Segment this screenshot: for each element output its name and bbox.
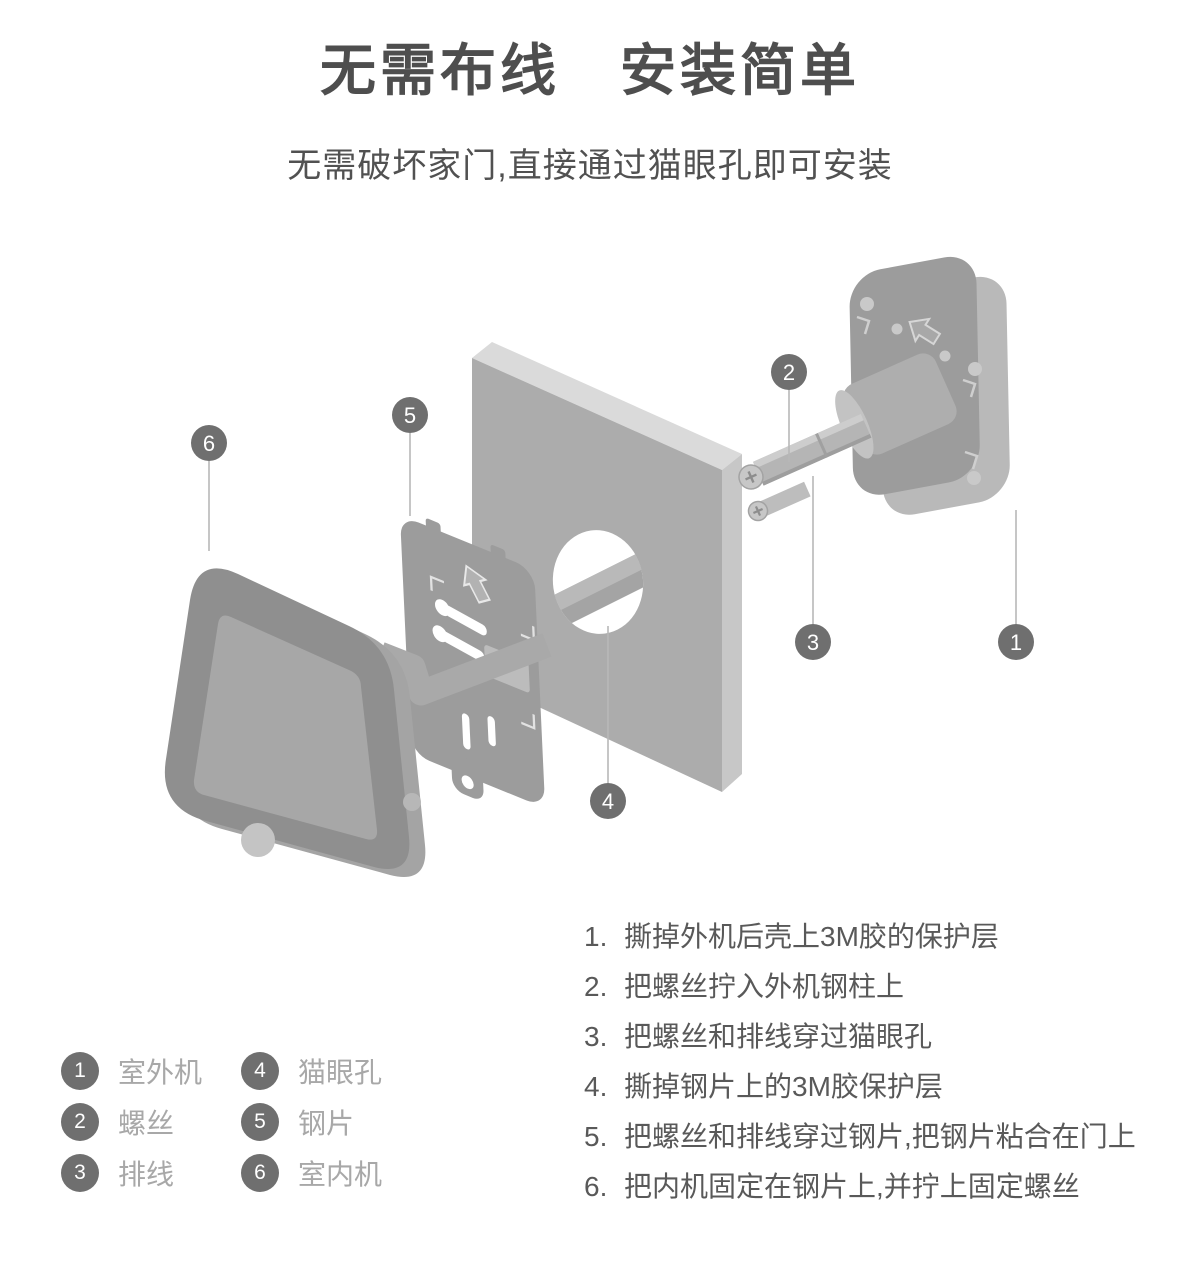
step-number: 4. bbox=[584, 1071, 608, 1102]
outdoor-unit-mark bbox=[962, 378, 977, 398]
arrow-up-icon bbox=[908, 317, 942, 346]
step-item: 6. 把内机固定在钢片上,并拧上固定螺丝 bbox=[584, 1168, 1136, 1218]
legend-label: 室内机 bbox=[298, 1158, 383, 1190]
phillips-cross-icon bbox=[745, 471, 757, 483]
callout-5-number: 5 bbox=[404, 403, 416, 428]
legend-label: 猫眼孔 bbox=[298, 1056, 383, 1088]
indoor-unit-button bbox=[241, 823, 275, 857]
callout-4: 4 bbox=[590, 783, 626, 819]
step-item: 4. 撕掉钢片上的3M胶保护层 bbox=[584, 1068, 1136, 1118]
keyhole-slot bbox=[432, 625, 485, 662]
legend-number-badge: 2 bbox=[61, 1102, 99, 1141]
legend-item-steel-plate: 5 钢片 bbox=[241, 1096, 382, 1147]
indoor-unit-screen bbox=[193, 615, 378, 840]
legend-item-peephole: 4 猫眼孔 bbox=[241, 1045, 382, 1096]
legend-label: 钢片 bbox=[298, 1107, 355, 1139]
step-item: 3. 把螺丝和排线穿过猫眼孔 bbox=[584, 1018, 1136, 1068]
steel-plate-slit bbox=[461, 713, 471, 750]
callout-6-number: 6 bbox=[203, 431, 215, 456]
legend-label: 螺丝 bbox=[118, 1107, 175, 1139]
step-text: 撕掉钢片上的3M胶保护层 bbox=[624, 1071, 943, 1102]
callout-3-number: 3 bbox=[807, 630, 819, 655]
indoor-unit-side-dot bbox=[403, 793, 421, 811]
step-number: 1. bbox=[584, 921, 608, 952]
callout-1: 1 bbox=[998, 624, 1034, 660]
step-text: 把螺丝和排线穿过钢片,把钢片粘合在门上 bbox=[624, 1121, 1136, 1152]
step-text: 把内机固定在钢片上,并拧上固定螺丝 bbox=[624, 1171, 1080, 1202]
screw-small bbox=[747, 481, 811, 522]
legend-number-badge: 4 bbox=[241, 1051, 279, 1090]
steel-plate-mark bbox=[521, 713, 536, 730]
step-number: 6. bbox=[584, 1171, 608, 1202]
step-text: 撕掉外机后壳上3M胶的保护层 bbox=[624, 921, 999, 952]
steel-plate-slit bbox=[487, 716, 496, 747]
legend-item-cable: 3 排线 bbox=[61, 1147, 241, 1198]
arrow-up-icon bbox=[463, 564, 491, 604]
outdoor-unit-hole bbox=[967, 471, 981, 485]
legend-label: 排线 bbox=[118, 1158, 175, 1190]
callout-5: 5 bbox=[392, 397, 428, 433]
outdoor-unit-hole bbox=[939, 350, 951, 362]
legend-number-badge: 1 bbox=[61, 1051, 99, 1090]
callout-6: 6 bbox=[191, 425, 227, 461]
step-item: 2. 把螺丝拧入外机钢柱上 bbox=[584, 968, 1136, 1018]
outdoor-unit bbox=[738, 256, 1010, 522]
outdoor-unit-hole bbox=[891, 323, 903, 335]
phillips-cross-icon bbox=[752, 505, 764, 517]
step-number: 2. bbox=[584, 971, 608, 1002]
legend-item-outdoor-unit: 1 室外机 bbox=[61, 1045, 241, 1096]
callout-1-number: 1 bbox=[1010, 630, 1022, 655]
legend-number-badge: 5 bbox=[241, 1102, 279, 1141]
outdoor-unit-hole bbox=[860, 297, 874, 311]
outdoor-unit-mark bbox=[856, 315, 871, 335]
outdoor-unit-hole bbox=[968, 362, 982, 376]
callout-2-number: 2 bbox=[783, 360, 795, 385]
outdoor-unit-mark bbox=[964, 450, 979, 470]
door-right-face bbox=[722, 454, 742, 792]
parts-legend: 1 室外机 2 螺丝 3 排线 4 猫眼孔 5 钢片 6 室内机 bbox=[61, 1045, 382, 1198]
legend-number-badge: 3 bbox=[61, 1153, 99, 1192]
legend-item-indoor-unit: 6 室内机 bbox=[241, 1147, 382, 1198]
step-number: 5. bbox=[584, 1121, 608, 1152]
legend-item-screw: 2 螺丝 bbox=[61, 1096, 241, 1147]
installation-steps: 1. 撕掉外机后壳上3M胶的保护层 2. 把螺丝拧入外机钢柱上 3. 把螺丝和排… bbox=[584, 918, 1136, 1218]
screw-rod bbox=[738, 413, 872, 490]
indoor-unit bbox=[164, 568, 426, 877]
steel-plate-tab-hole bbox=[461, 775, 474, 790]
step-item: 5. 把螺丝和排线穿过钢片,把钢片粘合在门上 bbox=[584, 1118, 1136, 1168]
legend-number-badge: 6 bbox=[241, 1153, 279, 1192]
callout-2: 2 bbox=[771, 354, 807, 390]
step-text: 把螺丝和排线穿过猫眼孔 bbox=[624, 1021, 933, 1052]
keyhole-slot bbox=[434, 599, 487, 636]
leader-lines bbox=[208, 390, 1017, 783]
callout-4-number: 4 bbox=[602, 789, 614, 814]
cable-through-hole bbox=[546, 545, 650, 633]
callout-3: 3 bbox=[795, 624, 831, 660]
step-item: 1. 撕掉外机后壳上3M胶的保护层 bbox=[584, 918, 1136, 968]
page-subtitle: 无需破坏家门,直接通过猫眼孔即可安装 bbox=[287, 147, 893, 185]
door-top-face bbox=[472, 342, 742, 470]
step-text: 把螺丝拧入外机钢柱上 bbox=[624, 971, 905, 1002]
steel-plate-mark bbox=[429, 575, 445, 592]
legend-label: 室外机 bbox=[118, 1056, 203, 1088]
step-number: 3. bbox=[584, 1021, 608, 1052]
page-title: 无需布线 安装简单 bbox=[320, 39, 860, 102]
